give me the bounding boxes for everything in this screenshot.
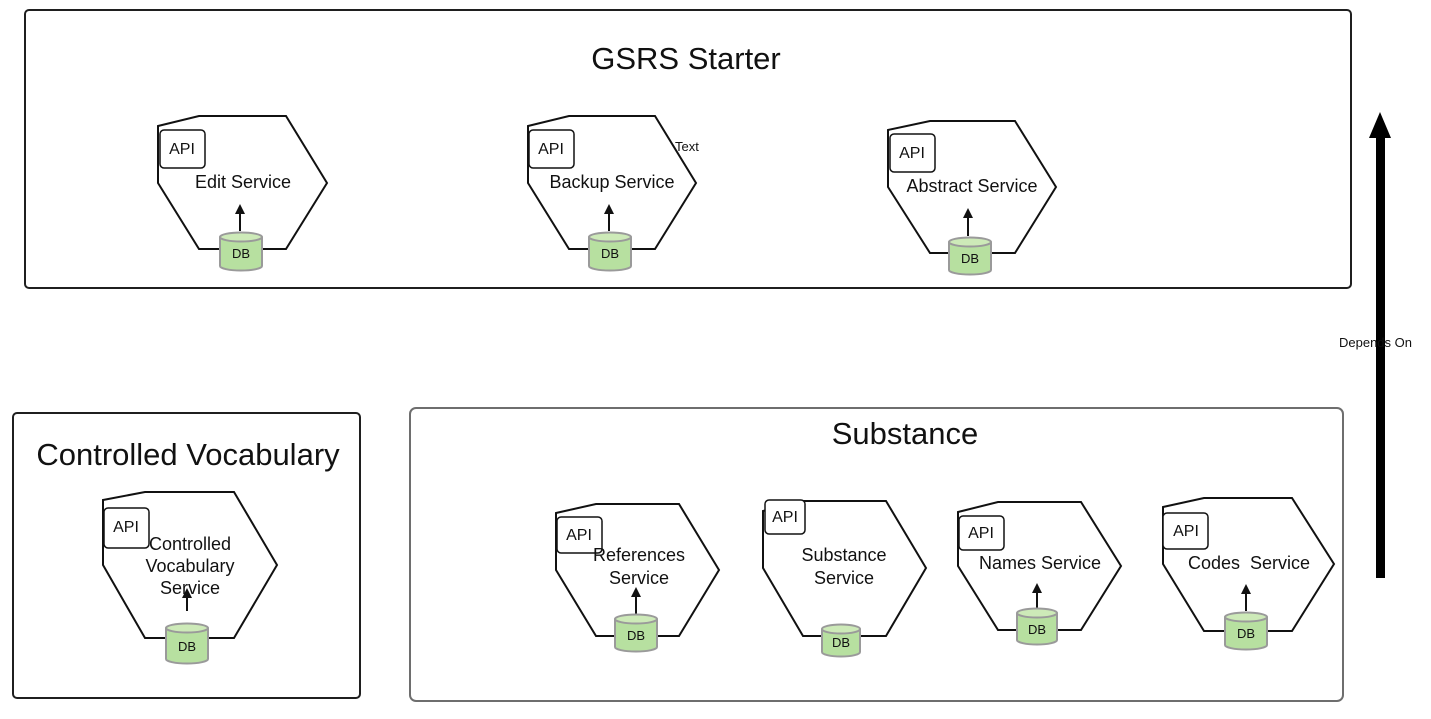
api-badge (958, 515, 1005, 551)
text-note: Text (675, 139, 699, 154)
database-icon: DB (948, 236, 992, 276)
api-badge (1162, 512, 1209, 550)
api-label: API (1173, 523, 1199, 540)
substance-service: API Substance Service DB (762, 499, 928, 658)
service-name: Edit Service (195, 172, 291, 192)
depends-on-arrow: Depends On (1339, 112, 1412, 578)
api-label: API (113, 519, 139, 536)
depends-on-label: Depends On (1339, 335, 1412, 350)
controlled-vocabulary-service: API Controlled Vocabulary Service DB (102, 491, 279, 665)
service-name-line-2: Service (814, 568, 874, 588)
controlled-vocabulary-title: Controlled Vocabulary (36, 437, 340, 472)
api-badge (556, 516, 603, 554)
api-badge (528, 129, 575, 169)
substance-panel-title: Substance (832, 416, 979, 451)
gsrs-starter-title: GSRS Starter (591, 41, 781, 76)
api-label: API (899, 145, 925, 162)
arrow-head-icon (1369, 112, 1391, 138)
edit-service: API Edit Service DB (157, 115, 329, 272)
db-label: DB (232, 246, 250, 261)
service-name-line-2: Vocabulary (145, 556, 234, 576)
database-icon: DB (821, 623, 861, 658)
api-label: API (772, 509, 798, 526)
db-label: DB (961, 251, 979, 266)
service-name-line-1: Substance (801, 545, 886, 565)
service-name-line-3: Service (160, 578, 220, 598)
backup-service: API Backup Service Text DB (527, 115, 699, 272)
service-name: Abstract Service (906, 176, 1037, 196)
service-name-line-1: Controlled (149, 534, 231, 554)
api-label: API (968, 525, 994, 542)
service-name-line-2: Service (609, 568, 669, 588)
service-name: Codes Service (1188, 553, 1310, 573)
names-service: API Names Service DB (957, 501, 1123, 646)
db-label: DB (1028, 622, 1046, 637)
db-label: DB (178, 639, 196, 654)
database-icon: DB (614, 613, 658, 653)
service-name: Names Service (979, 553, 1101, 573)
database-icon: DB (1224, 611, 1268, 651)
service-name: Backup Service (549, 172, 674, 192)
abstract-service: API Abstract Service DB (887, 120, 1058, 276)
references-service: API References Service DB (555, 503, 721, 653)
arrow-shaft (1376, 130, 1385, 578)
api-label: API (566, 527, 592, 544)
api-badge (103, 507, 150, 549)
db-label: DB (832, 635, 850, 650)
api-badge (159, 129, 206, 169)
database-icon: DB (219, 231, 263, 272)
db-label: DB (601, 246, 619, 261)
api-badge (764, 499, 806, 535)
service-name-line-1: References (593, 545, 685, 565)
database-icon: DB (165, 622, 209, 665)
db-label: DB (627, 628, 645, 643)
api-label: API (169, 141, 195, 158)
db-label: DB (1237, 626, 1255, 641)
api-label: API (538, 141, 564, 158)
database-icon: DB (588, 231, 632, 272)
codes-service: API Codes Service DB (1162, 497, 1336, 651)
database-icon: DB (1016, 607, 1058, 646)
api-badge (889, 133, 936, 173)
